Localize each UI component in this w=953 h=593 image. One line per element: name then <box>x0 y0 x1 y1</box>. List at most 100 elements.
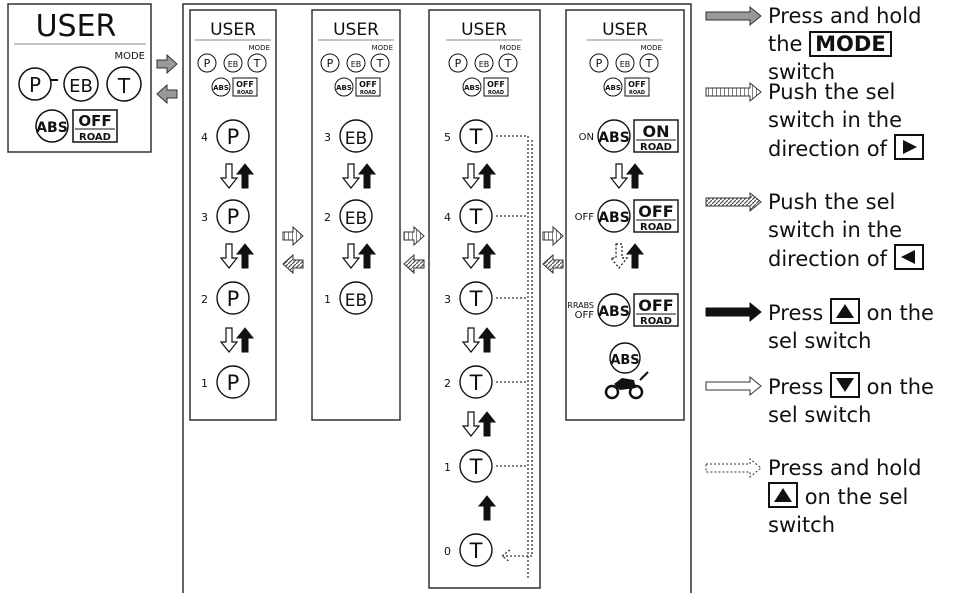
small-p-icon: P <box>18 67 58 101</box>
svg-text:P: P <box>227 287 240 311</box>
mini-abs-icon <box>462 77 482 97</box>
panel-switch-arrows <box>282 225 304 275</box>
right-triangle-icon <box>893 134 924 160</box>
level-number: 2 <box>201 293 208 306</box>
svg-text:ROAD: ROAD <box>640 142 672 153</box>
vertical-arrow-pair <box>341 243 377 269</box>
svg-text:ABS: ABS <box>598 210 630 226</box>
svg-text:OFF: OFF <box>638 202 673 221</box>
mini-mode-icon <box>346 53 366 73</box>
mini-off-road-badge <box>232 77 258 97</box>
panel-title: USER <box>333 20 379 40</box>
mini-off-road-badge <box>355 77 381 97</box>
up-arrow-icon <box>235 163 255 189</box>
svg-text:OFF: OFF <box>487 80 505 89</box>
svg-text:P: P <box>29 73 41 97</box>
svg-text:T: T <box>469 539 483 563</box>
up-arrow-icon <box>235 327 255 353</box>
panel-title: USER <box>210 20 256 40</box>
svg-text:EB: EB <box>345 291 367 311</box>
svg-text:OFF: OFF <box>628 80 646 89</box>
down-arrow-icon <box>609 163 629 189</box>
down-arrow-icon <box>461 327 481 353</box>
svg-text:OFF: OFF <box>575 212 595 223</box>
svg-text:ROAD: ROAD <box>629 90 645 96</box>
mode-box: MODE <box>809 31 892 57</box>
panel-eb-frame <box>311 9 401 421</box>
legend-item-5: Press on the sel switch <box>768 372 953 429</box>
svg-text:T: T <box>376 57 384 70</box>
svg-text:EB: EB <box>479 60 490 69</box>
down-arrow-icon <box>341 243 361 269</box>
panel-title: USER <box>602 20 648 40</box>
svg-text:ROAD: ROAD <box>237 90 253 96</box>
svg-text:EB: EB <box>345 209 367 229</box>
level-number: 2 <box>324 211 331 224</box>
down-arrow-icon <box>461 163 481 189</box>
down-arrow-icon <box>219 163 239 189</box>
svg-text:EB: EB <box>351 60 362 69</box>
svg-text:ROAD: ROAD <box>488 90 504 96</box>
up-arrow-icon <box>625 163 645 189</box>
svg-text:ROAD: ROAD <box>640 222 672 233</box>
down-arrow-icon <box>341 163 361 189</box>
level-number: 3 <box>324 131 331 144</box>
svg-text:T: T <box>469 287 483 311</box>
up-arrow-icon <box>477 411 497 437</box>
up-arrow-icon <box>477 495 497 521</box>
small-eb-icon: EB <box>63 66 99 102</box>
vertical-arrow-pair <box>219 327 255 353</box>
mini-abs-icon <box>334 77 354 97</box>
panel-switch-arrows <box>403 225 425 275</box>
panel-mode-label: MODE <box>249 44 270 52</box>
svg-text:P: P <box>204 57 211 70</box>
up-arrow-icon <box>477 327 497 353</box>
panel-mode-label: MODE <box>500 44 521 52</box>
svg-text:T: T <box>117 74 131 98</box>
svg-text:T: T <box>504 57 512 70</box>
down-arrow-icon <box>461 243 481 269</box>
level-number: 3 <box>201 211 208 224</box>
mini-off-road-badge <box>624 77 650 97</box>
right-arrow-icon <box>542 225 564 247</box>
abs-warning-icon: ABS <box>609 342 641 374</box>
svg-text:P: P <box>227 125 240 149</box>
up-arrow-icon <box>625 243 645 269</box>
vertical-arrow-pair <box>461 327 497 353</box>
big-frame <box>182 3 692 593</box>
small-to-big-arrows <box>156 53 178 105</box>
level-number: 1 <box>444 461 451 474</box>
svg-text:OFF: OFF <box>638 296 673 315</box>
panel-mode-label: MODE <box>641 44 662 52</box>
panel-t-frame <box>428 9 541 589</box>
svg-text:OFF: OFF <box>78 112 111 130</box>
left-arrow-icon <box>542 253 564 275</box>
mini-mode-icon <box>320 53 340 73</box>
vertical-arrow-pair <box>609 163 645 189</box>
vertical-arrow-pair <box>477 495 497 521</box>
up-triangle-icon <box>768 482 798 508</box>
svg-text:T: T <box>469 371 483 395</box>
level-number: 5 <box>444 131 451 144</box>
vertical-arrow-pair <box>341 163 377 189</box>
svg-text:ON: ON <box>643 122 670 141</box>
t-dotted-loop <box>496 135 533 580</box>
level-number: 3 <box>444 293 451 306</box>
small-t-icon: T <box>106 66 142 102</box>
level-number: 1 <box>201 377 208 390</box>
